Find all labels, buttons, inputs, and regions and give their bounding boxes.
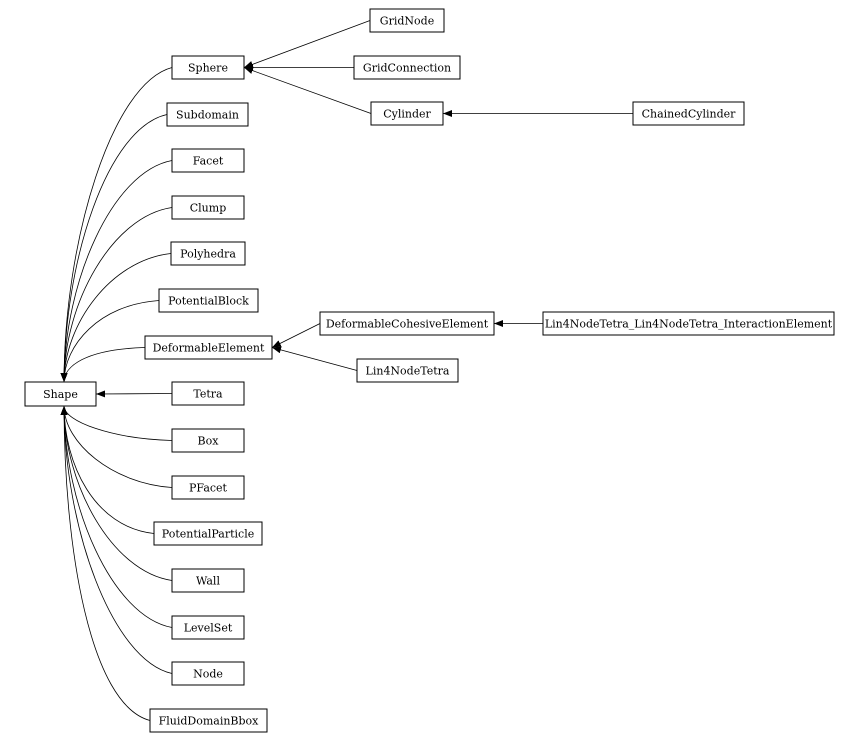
class-node-box — [166, 102, 249, 127]
class-node-label: ChainedCylinder — [642, 108, 737, 121]
class-node-label: Box — [198, 435, 220, 448]
class-node-deformableelement[interactable]: DeformableElement — [144, 335, 273, 360]
class-node-levelset[interactable]: LevelSet — [171, 615, 245, 640]
class-node-label: Lin4NodeTetra_Lin4NodeTetra_InteractionE… — [545, 318, 833, 331]
edge-levelset-to-shape — [60, 405, 173, 628]
edge-fluiddomainbbox-to-shape — [60, 405, 151, 721]
class-node-box — [149, 708, 268, 733]
edge-polyhedra-to-shape — [60, 253, 172, 383]
class-node-deformablecohesiveelement[interactable]: DeformableCohesiveElement — [319, 311, 495, 336]
class-node-box — [171, 148, 245, 173]
class-node-facet[interactable]: Facet — [171, 148, 245, 173]
class-node-box — [144, 335, 273, 360]
class-node-box — [171, 661, 245, 686]
class-node-label: LevelSet — [184, 622, 233, 635]
class-node-label: Sphere — [188, 62, 228, 75]
class-node-box — [158, 288, 259, 313]
class-node-box — [542, 311, 835, 336]
class-node-label: DeformableElement — [153, 342, 265, 355]
class-node-potentialblock[interactable]: PotentialBlock — [158, 288, 259, 313]
class-node-shape[interactable]: Shape — [24, 381, 97, 407]
class-node-fluiddomainbbox[interactable]: FluidDomainBbox — [149, 708, 268, 733]
edge-wall-to-shape — [60, 405, 173, 581]
edge-deformablecohesiveelement-to-deformableelement — [271, 323, 321, 348]
class-node-box — [171, 428, 245, 453]
edge-deformableelement-to-shape — [60, 347, 146, 383]
class-node-box — [171, 381, 245, 406]
edge-subdomain-to-shape — [60, 114, 168, 383]
class-node-box — [171, 615, 245, 640]
edge-lin4nodetetra-to-deformableelement — [271, 346, 358, 371]
class-node-box — [171, 475, 245, 500]
class-node-node[interactable]: Node — [171, 661, 245, 686]
edge-facet-to-shape — [60, 160, 173, 383]
class-node-label: PotentialBlock — [168, 295, 249, 308]
edge-box-to-shape — [60, 405, 173, 441]
class-node-box — [356, 358, 459, 383]
class-node-gridconnection[interactable]: GridConnection — [353, 55, 461, 80]
edge-pfacet-to-shape — [60, 405, 173, 488]
class-node-label: Lin4NodeTetra — [366, 365, 450, 378]
class-node-subdomain[interactable]: Subdomain — [166, 102, 249, 127]
class-node-label: PFacet — [189, 482, 228, 495]
class-node-box — [369, 8, 445, 33]
edges-layer — [60, 20, 633, 721]
edge-gridnode-to-sphere — [243, 20, 371, 68]
edge-potentialparticle-to-shape — [60, 405, 155, 534]
class-node-label: Tetra — [193, 388, 223, 401]
edge-tetra-to-shape — [95, 390, 173, 398]
class-node-box — [24, 381, 97, 407]
class-node-label: Shape — [43, 388, 78, 401]
class-node-potentialparticle[interactable]: PotentialParticle — [153, 521, 263, 546]
class-node-box — [171, 195, 245, 220]
class-node-cylinder[interactable]: Cylinder — [370, 101, 444, 126]
class-node-lin4nodetetra_interaction[interactable]: Lin4NodeTetra_Lin4NodeTetra_InteractionE… — [542, 311, 835, 336]
class-node-box — [319, 311, 495, 336]
edge-sphere-to-shape — [60, 67, 173, 383]
class-node-pfacet[interactable]: PFacet — [171, 475, 245, 500]
class-node-gridnode[interactable]: GridNode — [369, 8, 445, 33]
class-node-box[interactable]: Box — [171, 428, 245, 453]
class-node-box — [153, 521, 263, 546]
class-node-label: GridNode — [380, 15, 434, 28]
class-node-box — [171, 568, 245, 593]
class-node-label: Cylinder — [383, 108, 431, 121]
class-node-label: GridConnection — [363, 62, 451, 75]
class-node-label: Clump — [190, 202, 227, 215]
edge-cylinder-to-sphere — [243, 67, 372, 114]
class-node-chainedcylinder[interactable]: ChainedCylinder — [632, 101, 745, 126]
class-node-clump[interactable]: Clump — [171, 195, 245, 220]
edge-clump-to-shape — [60, 207, 173, 383]
class-node-box — [632, 101, 745, 126]
class-node-label: Node — [193, 668, 223, 681]
class-node-label: FluidDomainBbox — [159, 715, 260, 728]
class-node-label: Wall — [196, 575, 220, 588]
class-node-wall[interactable]: Wall — [171, 568, 245, 593]
class-node-box — [370, 101, 444, 126]
edge-potentialblock-to-shape — [60, 300, 160, 383]
class-node-label: Polyhedra — [180, 248, 236, 261]
class-node-polyhedra[interactable]: Polyhedra — [170, 241, 246, 266]
class-node-box — [171, 55, 245, 80]
class-node-lin4nodetetra[interactable]: Lin4NodeTetra — [356, 358, 459, 383]
class-node-box — [170, 241, 246, 266]
class-node-label: Subdomain — [176, 109, 239, 122]
nodes-layer: Shape SphereSubdomainFacetClumpPolyhedraP… — [24, 8, 835, 733]
class-node-label: PotentialParticle — [162, 528, 254, 541]
edge-node-to-shape — [60, 405, 173, 674]
class-node-box — [353, 55, 461, 80]
class-node-sphere[interactable]: Sphere — [171, 55, 245, 80]
class-node-label: DeformableCohesiveElement — [326, 318, 489, 331]
class-node-label: Facet — [193, 155, 224, 168]
class-node-tetra[interactable]: Tetra — [171, 381, 245, 406]
